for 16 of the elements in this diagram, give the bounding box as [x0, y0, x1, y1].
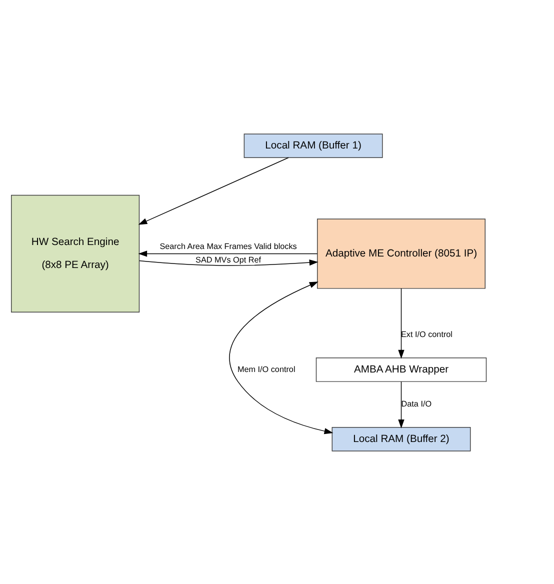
node-box: Adaptive ME Controller (8051 IP) [317, 218, 486, 288]
node-box: Local RAM (Buffer 2) [332, 426, 471, 451]
edge-label: Ext I/O control [401, 330, 452, 339]
arrow [138, 156, 289, 224]
edge-label: Mem I/O control [237, 364, 296, 374]
arrow [139, 258, 318, 266]
arrow [138, 250, 318, 256]
node-box: AMBA AHB Wrapper [316, 357, 487, 382]
node-box: HW Search Engine (8x8 PE Array) [11, 194, 140, 312]
arrow [398, 380, 404, 428]
edge-label: Data I/O [401, 399, 432, 408]
node-box: Local RAM (Buffer 1) [244, 133, 383, 158]
arrow [398, 288, 404, 358]
arrow [229, 281, 334, 434]
edge-label: Search Area Max Frames Valid blocks [160, 242, 297, 251]
edge-label: SAD MVs Opt Ref [196, 254, 262, 264]
